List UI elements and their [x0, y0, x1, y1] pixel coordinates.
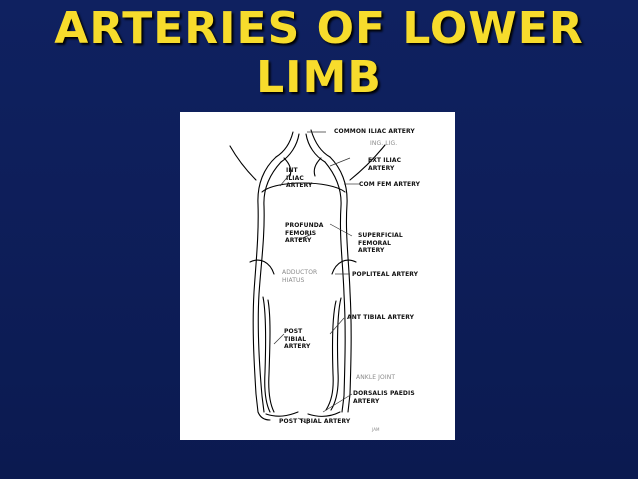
label-posterior-tibial-artery: POST TIBIAL ARTERY [284, 328, 311, 350]
label-common-iliac-artery: COMMON ILIAC ARTERY [334, 128, 415, 135]
label-superficial-femoral-artery: SUPERFICIAL FEMORAL ARTERY [358, 232, 403, 254]
leader-ext-iliac [329, 157, 351, 167]
label-anterior-tibial-artery: ANT TIBIAL ARTERY [347, 314, 415, 321]
label-internal-iliac-artery: INT ILIAC ARTERY [286, 167, 313, 189]
anterior-tibial-vessel-inner [325, 300, 337, 411]
label-signature: JAM [372, 427, 380, 432]
wall-line-left [229, 145, 257, 181]
posterior-tibial-vessel-inner [267, 299, 275, 413]
internal-iliac-left [283, 157, 292, 177]
foot-right [307, 411, 341, 417]
common-iliac-right-inner [305, 133, 326, 163]
knee-left-curve [249, 259, 275, 275]
label-common-femoral-artery: COM FEM ARTERY [359, 181, 421, 188]
common-iliac-right [310, 129, 331, 158]
knee-right-curve [331, 259, 357, 275]
common-iliac-left [275, 131, 294, 158]
limb-outline-right [329, 156, 352, 413]
wall-line-right [349, 144, 386, 181]
anterior-tibial-vessel [330, 297, 342, 411]
leader-int-iliac [279, 173, 291, 187]
title-line-2: LIMB [256, 52, 382, 103]
label-inguinal-ligament: ING. LIG. [370, 140, 398, 147]
arteries-diagram: COMMON ILIAC ARTERY ING. LIG. EXT ILIAC … [180, 112, 455, 440]
leader-post-tibial-bottom [297, 417, 309, 425]
label-post-tibial-artery-bottom: POST TIBIAL ARTERY [279, 418, 351, 425]
leader-post-tibial [273, 333, 285, 345]
leader-superficial-femoral [329, 223, 353, 237]
title-line-1: ARTERIES OF LOWER [54, 3, 584, 54]
limb-outline-left-inner [257, 161, 282, 413]
internal-iliac-right [313, 157, 322, 177]
label-adductor-hiatus: ADDUCTOR HIATUS [282, 269, 318, 284]
common-iliac-left-inner [280, 133, 300, 163]
limb-outline-left [252, 156, 277, 421]
label-popliteal-artery: POPLITEAL ARTERY [352, 271, 419, 278]
diagram-drawing [229, 129, 386, 425]
leader-profunda [297, 233, 313, 241]
label-profunda-femoris-artery: PROFUNDA FEMORIS ARTERY [285, 222, 324, 244]
label-external-iliac-artery: EXT ILIAC ARTERY [368, 157, 402, 172]
limb-outline-right-inner [324, 161, 346, 413]
posterior-tibial-vessel [262, 296, 271, 413]
leader-dorsalis [322, 393, 353, 413]
slide-title: ARTERIES OF LOWER LIMB [0, 4, 638, 102]
leader-ant-tibial [329, 317, 345, 335]
foot-left [265, 411, 299, 417]
label-ankle-joint: ANKLE JOINT [356, 374, 396, 381]
label-dorsalis-paedis-artery: DORSALIS PAEDIS ARTERY [353, 390, 415, 405]
